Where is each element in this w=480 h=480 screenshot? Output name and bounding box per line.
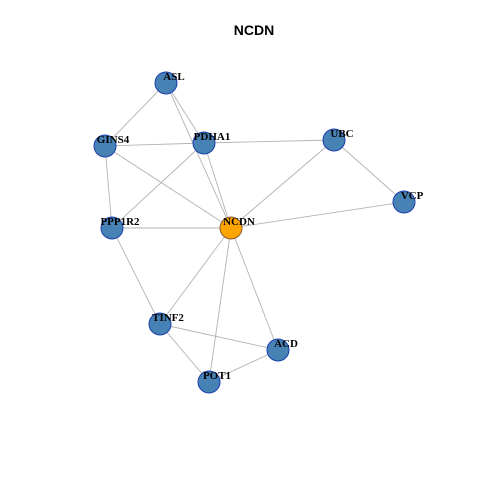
edge-tinf2-pot1 [159, 323, 210, 383]
node-label-vcp: VCP [401, 190, 424, 202]
edge-asl-pdha1 [165, 82, 205, 144]
edge-ubc-ncdn [230, 139, 335, 229]
edge-pdha1-ncdn [203, 142, 232, 229]
node-label-gins4: GINS4 [97, 134, 130, 146]
edge-vcp-ncdn [230, 201, 405, 229]
node-asl[interactable] [154, 71, 178, 95]
edge-acd-pot1 [208, 349, 279, 383]
node-pdha1[interactable] [192, 131, 216, 155]
edge-asl-ncdn [165, 82, 232, 229]
edge-tinf2-acd [159, 323, 279, 351]
node-label-pot1: POT1 [203, 370, 231, 382]
edge-pdha1-ppp1r2 [111, 142, 205, 229]
node-tinf2[interactable] [148, 312, 172, 336]
node-layer [93, 71, 416, 394]
node-acd[interactable] [266, 338, 290, 362]
edge-asl-gins4 [104, 82, 167, 147]
node-label-ubc: UBC [330, 128, 353, 140]
edge-ncdn-pot1 [208, 227, 232, 383]
node-ncdn[interactable] [219, 216, 243, 240]
edge-gins4-ncdn [104, 145, 232, 229]
node-ppp1r2[interactable] [100, 216, 124, 240]
edge-ppp1r2-tinf2 [111, 227, 161, 325]
edge-ubc-vcp [333, 139, 405, 203]
node-pot1[interactable] [197, 370, 221, 394]
node-label-tinf2: TINF2 [152, 312, 184, 324]
node-vcp[interactable] [392, 190, 416, 214]
node-gins4[interactable] [93, 134, 117, 158]
edge-ncdn-acd [230, 227, 279, 351]
node-label-ppp1r2: PPP1R2 [100, 216, 140, 228]
node-label-acd: ACD [274, 338, 298, 350]
edge-ncdn-tinf2 [159, 227, 232, 325]
edge-gins4-pdha1 [104, 142, 205, 147]
diagram-title: NCDN [234, 22, 274, 38]
node-ubc[interactable] [322, 128, 346, 152]
node-label-ncdn: NCDN [223, 216, 255, 228]
edge-layer [104, 82, 405, 383]
edge-gins4-ppp1r2 [104, 145, 113, 229]
node-label-pdha1: PDHA1 [194, 131, 231, 143]
edge-pdha1-ubc [203, 139, 335, 144]
node-label-asl: ASL [163, 71, 184, 83]
